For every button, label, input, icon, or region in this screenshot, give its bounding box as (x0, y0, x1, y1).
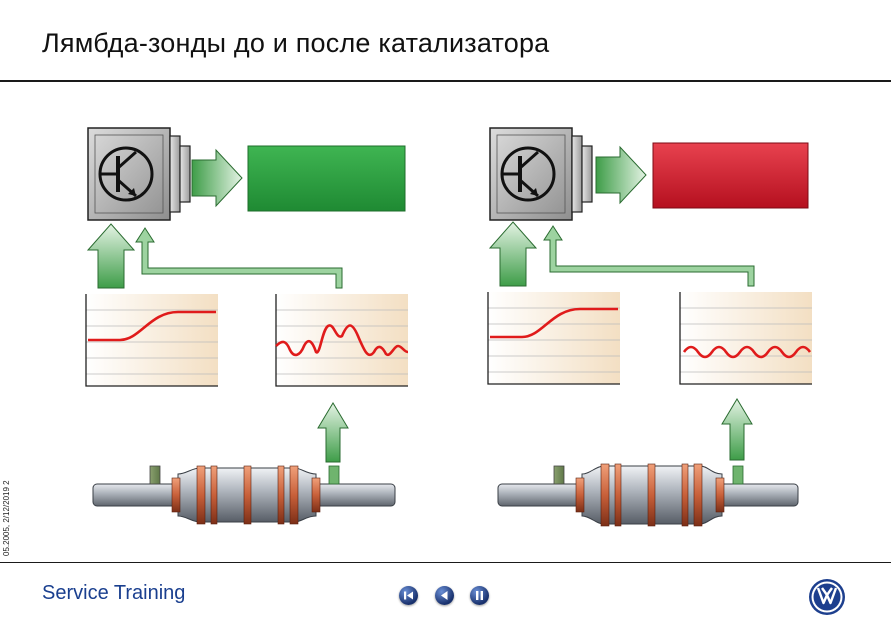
downstream-chart-left (275, 294, 409, 387)
panel-left (85, 126, 409, 525)
panel-right (487, 126, 812, 527)
downstream-chart-right (679, 292, 812, 385)
title-divider (0, 80, 891, 82)
upstream-probe-right (553, 465, 565, 485)
status-box-ok (247, 145, 406, 212)
upstream-arrow-right (488, 221, 538, 287)
pause-icon (476, 591, 483, 600)
upstream-chart-right (487, 292, 620, 385)
ecu-right (488, 126, 594, 222)
ecu-left (86, 126, 192, 222)
output-arrow-right (595, 145, 647, 205)
previous-slide-button[interactable] (435, 586, 454, 605)
downstream-probe-arrow-right (721, 398, 753, 461)
footer-brand: Service Training (42, 582, 186, 604)
exhaust-catalyst-right (497, 463, 799, 527)
slide-title: Лямбда-зонды до и после катализатора (42, 28, 550, 58)
upstream-arrow-left (86, 223, 136, 289)
downstream-probe-left (328, 465, 340, 485)
triangle-left-icon (441, 591, 448, 600)
exhaust-catalyst-left (92, 465, 396, 525)
status-box-fault (652, 142, 809, 209)
first-slide-button[interactable] (399, 586, 418, 605)
upstream-chart-left (85, 294, 218, 387)
feedback-arrow-right (543, 225, 755, 287)
upstream-probe-left (149, 465, 161, 485)
side-meta-date: 05.2005, 2/12/2019 2 (2, 480, 11, 556)
downstream-probe-arrow-left (317, 402, 349, 463)
lambda-probe-diagram (85, 126, 812, 527)
pause-button[interactable] (470, 586, 489, 605)
output-arrow-left (191, 148, 243, 208)
volkswagen-logo (809, 579, 845, 615)
feedback-arrow-left (135, 227, 343, 289)
skip-back-icon (404, 591, 413, 600)
footer-divider (0, 562, 891, 563)
downstream-probe-right (732, 465, 744, 485)
